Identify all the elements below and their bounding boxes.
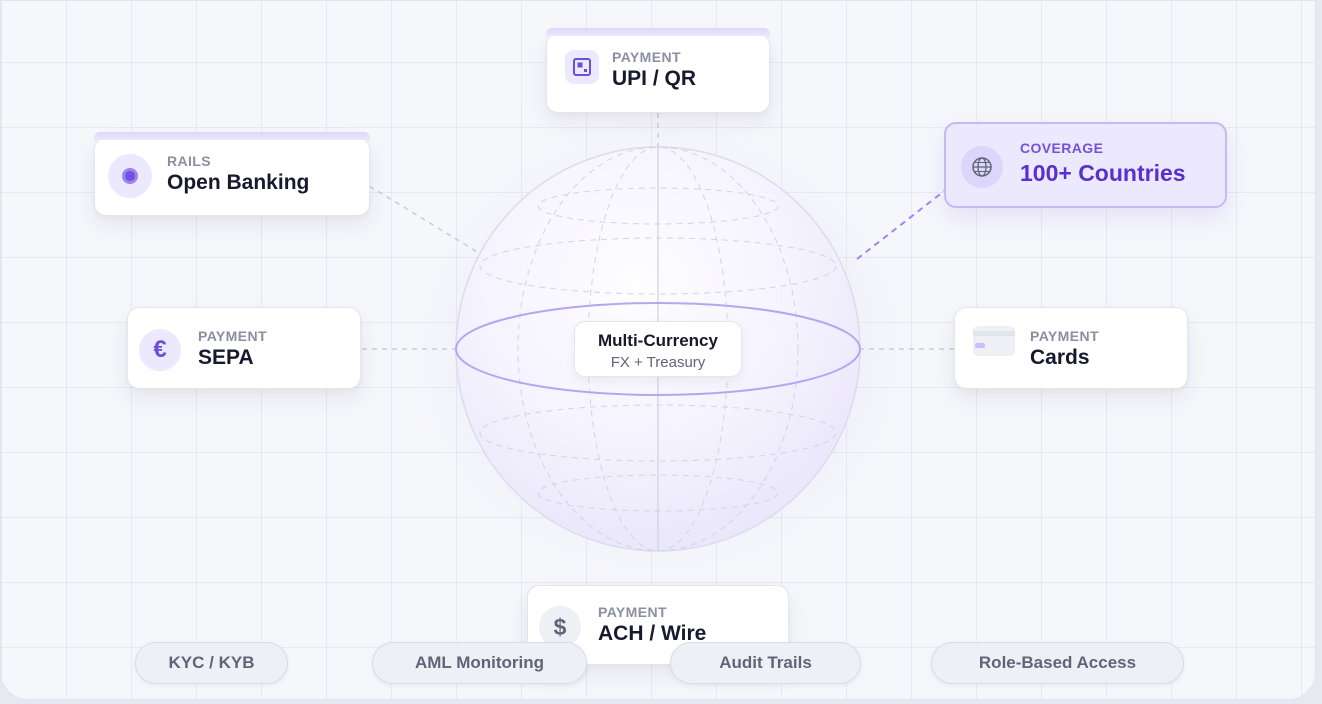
node-sepa[interactable]: € PAYMENT SEPA — [127, 307, 361, 389]
node-ach-wire[interactable]: $ PAYMENT ACH / Wire — [527, 585, 789, 665]
feature-pill-role-based-access[interactable]: Role-Based Access — [931, 642, 1184, 684]
node-tag: COVERAGE — [1020, 140, 1104, 156]
node-title: SEPA — [198, 346, 254, 369]
dollar-glyph: $ — [553, 613, 567, 640]
dollar-icon: $ — [539, 606, 581, 648]
feature-pill-aml-monitoring[interactable]: AML Monitoring — [372, 642, 587, 684]
node-title: UPI / QR — [612, 67, 697, 90]
qr-code-icon — [565, 50, 599, 84]
credit-card-icon — [973, 326, 1015, 356]
euro-icon: € — [139, 329, 181, 371]
node-upi-qr[interactable]: PAYMENT UPI / QR — [546, 28, 770, 113]
node-tag: PAYMENT — [598, 604, 667, 620]
center-title: Multi-Currency — [598, 331, 718, 350]
node-title: Cards — [1030, 346, 1090, 369]
node-tag: PAYMENT — [1030, 328, 1099, 344]
node-title: ACH / Wire — [598, 622, 707, 645]
connector-open-banking — [360, 180, 480, 254]
node-tag: RAILS — [167, 153, 211, 169]
globe-icon — [961, 146, 1003, 188]
node-open-banking[interactable]: RAILS Open Banking — [94, 132, 370, 216]
card-accent-bar — [94, 132, 370, 140]
feature-pill-audit-trails[interactable]: Audit Trails — [670, 642, 861, 684]
node-coverage[interactable]: COVERAGE 100+ Countries — [944, 122, 1227, 208]
card-accent-bar — [546, 28, 770, 36]
node-tag: PAYMENT — [612, 49, 681, 65]
center-hub-card[interactable]: Multi-Currency FX + Treasury — [574, 321, 742, 377]
center-subtitle: FX + Treasury — [610, 354, 706, 371]
euro-glyph: € — [153, 336, 167, 363]
node-cards[interactable]: PAYMENT Cards — [954, 307, 1188, 389]
connector-coverage — [856, 180, 958, 260]
node-title: Open Banking — [167, 171, 310, 194]
node-tag: PAYMENT — [198, 328, 267, 344]
bank-node-icon — [108, 154, 152, 198]
node-title: 100+ Countries — [1020, 160, 1186, 186]
feature-pill-kyc-kyb[interactable]: KYC / KYB — [135, 642, 288, 684]
